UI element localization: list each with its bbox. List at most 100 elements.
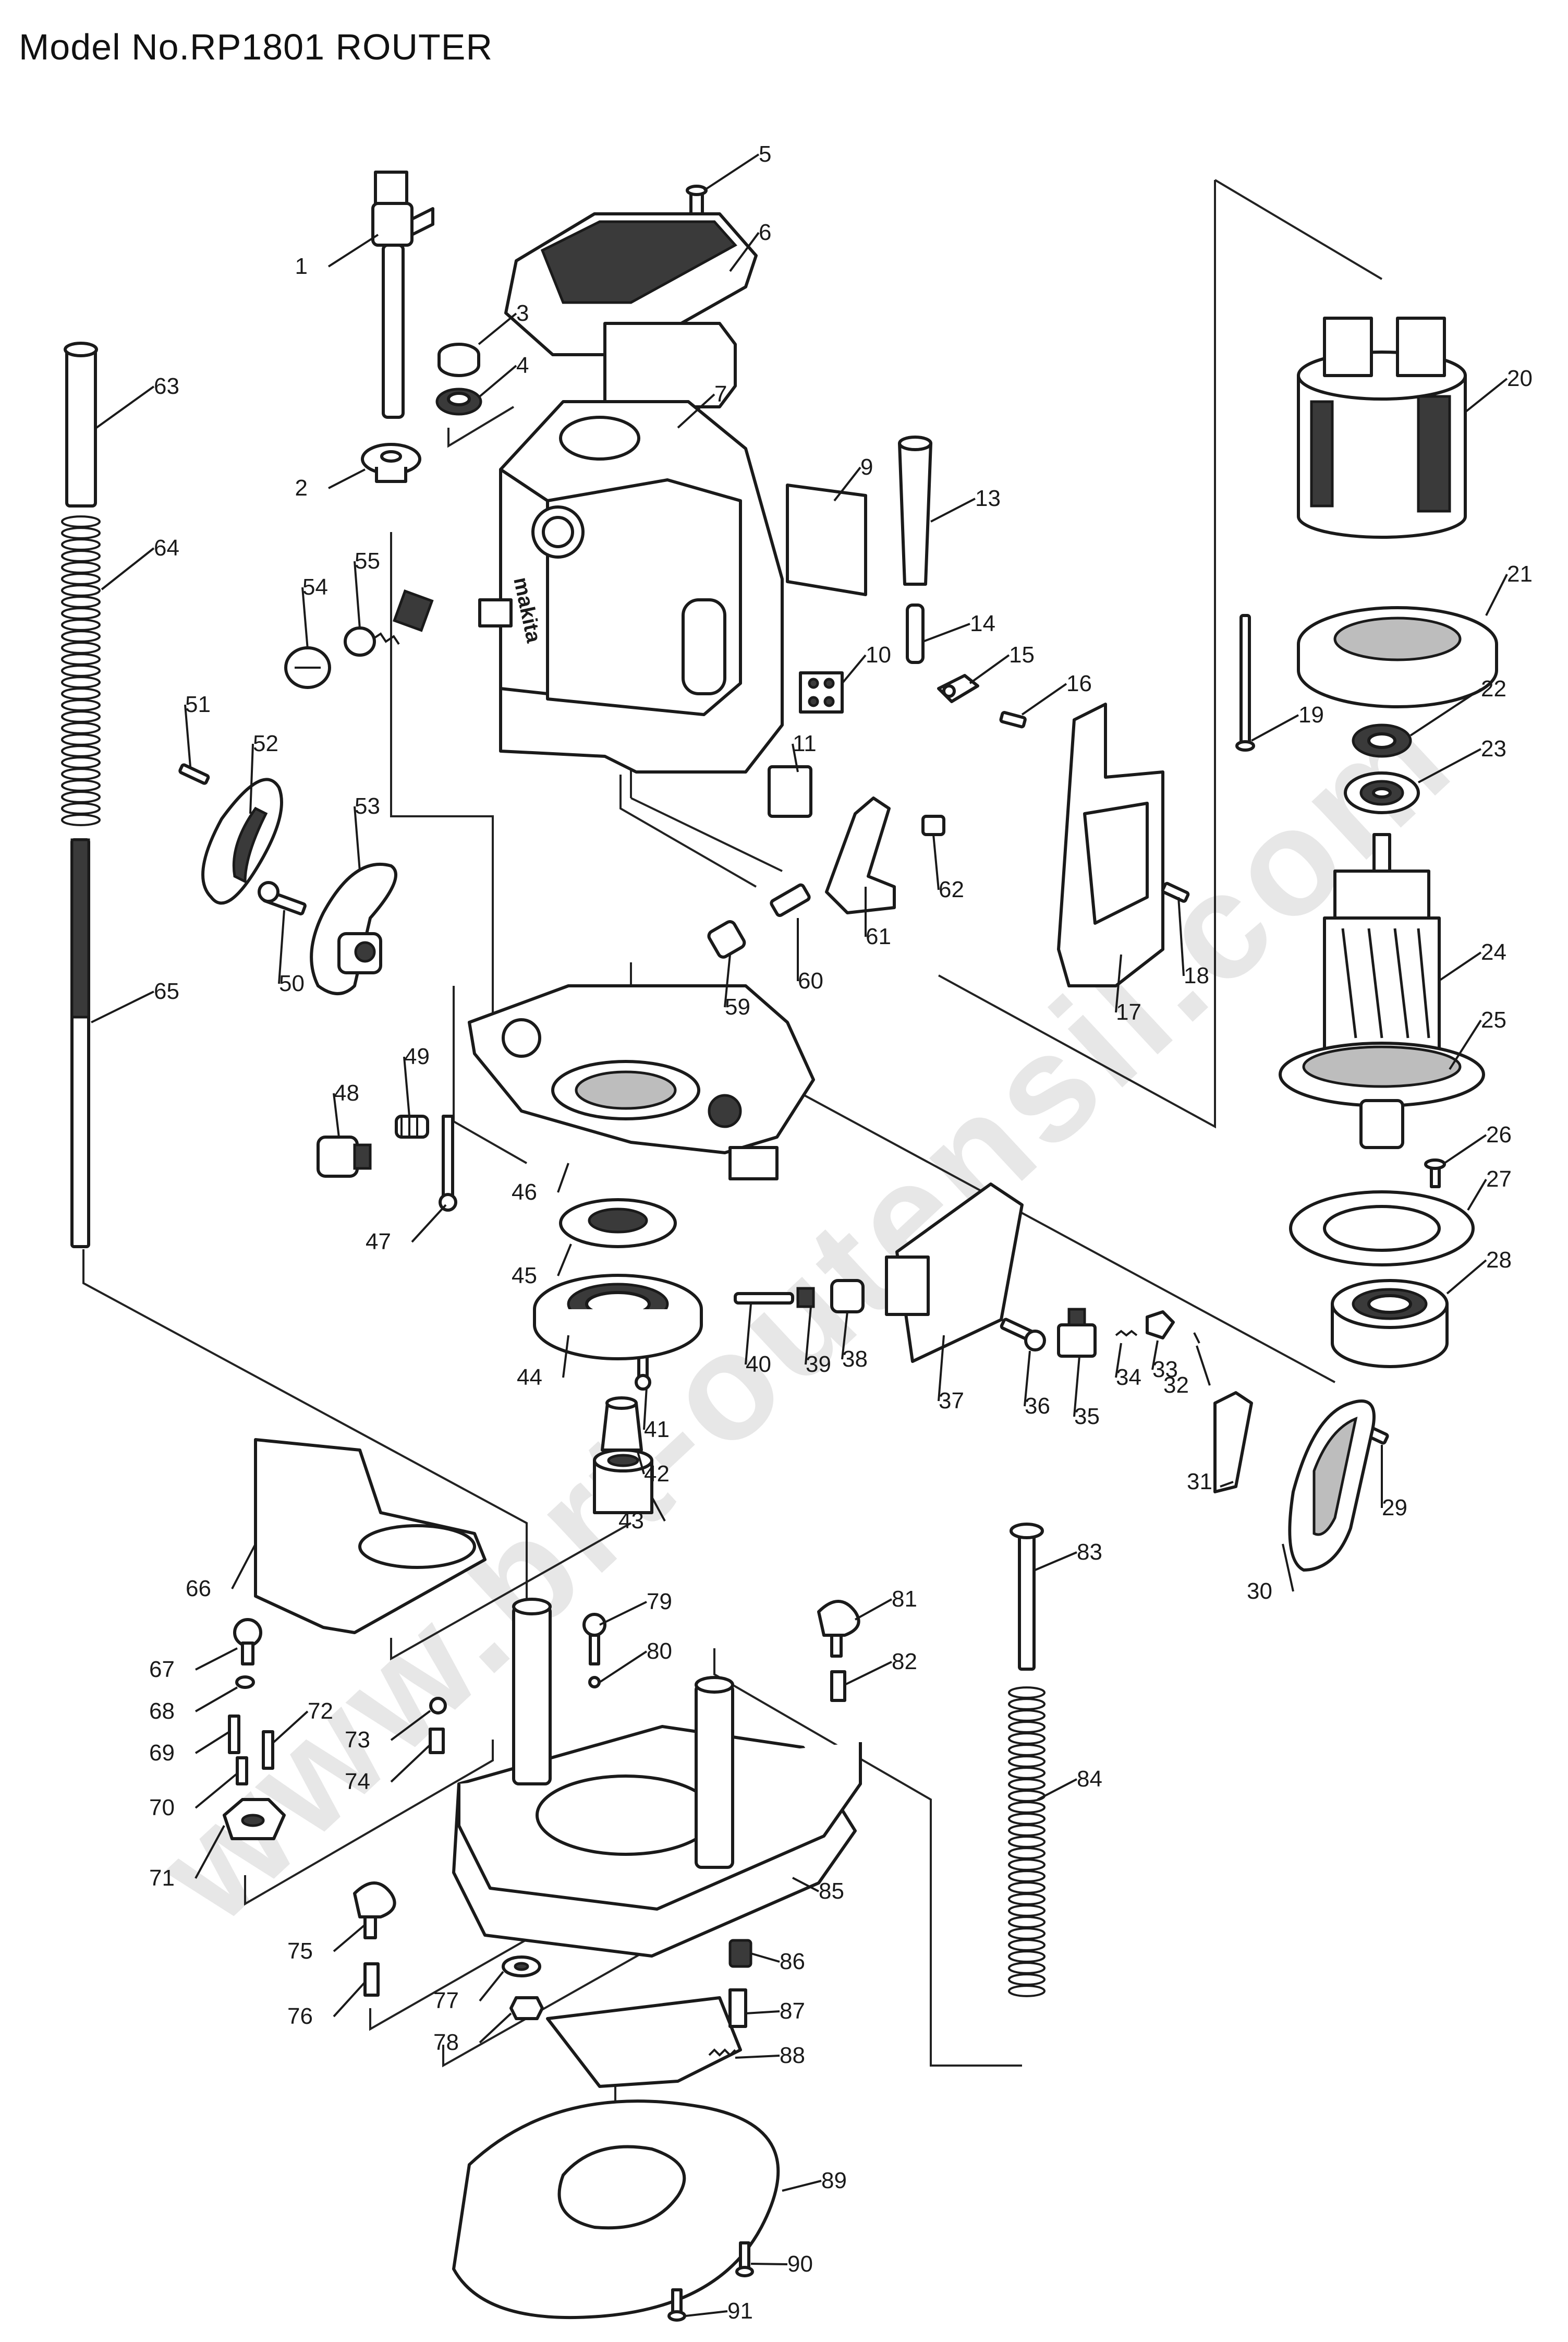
part-number-label: 1 [295, 253, 308, 279]
part-number-label: 32 [1163, 1372, 1189, 1398]
part-number-label: 90 [787, 2251, 813, 2277]
spring-coil [61, 733, 101, 746]
part-number-label: 82 [892, 1649, 917, 1674]
leader-line [1115, 954, 1122, 1013]
part-number-label: 41 [644, 1417, 670, 1442]
part-number-label: 67 [149, 1657, 175, 1682]
part-number-label: 55 [355, 548, 380, 574]
spring-coil [1008, 1973, 1046, 1986]
spring-coil [61, 642, 101, 654]
leader-line [636, 1450, 645, 1475]
part-32-pin [1193, 1332, 1200, 1344]
leader-line [1021, 683, 1067, 716]
part-74-spring [429, 1728, 445, 1754]
part-number-label: 15 [1009, 642, 1035, 668]
part-21-baffle-plate [1297, 606, 1498, 708]
part-number-label: 62 [939, 877, 964, 902]
part-number-label: 66 [186, 1576, 211, 1601]
part-number-label: 44 [517, 1365, 542, 1390]
spring-coil [61, 584, 101, 597]
part-23-ball-bearing [1344, 771, 1420, 814]
spring-coil [61, 768, 101, 780]
leader-line [938, 1335, 945, 1402]
part-number-label: 39 [806, 1351, 831, 1377]
leader-line [557, 1244, 572, 1276]
spring-coil [1008, 1881, 1046, 1894]
part-number-label: 91 [727, 2298, 753, 2324]
part-20-field-stator [1297, 317, 1467, 539]
part-13-cord-guard [898, 436, 932, 586]
part-number-label: 9 [860, 454, 873, 480]
leader-line [1115, 1343, 1122, 1378]
leader-line [930, 498, 976, 523]
part-51-screw [178, 763, 210, 785]
part-27-bearing-retainer [1289, 1190, 1475, 1266]
spring-coil [61, 538, 101, 551]
part-6-top-cover [504, 212, 758, 408]
part-37-handle-section [885, 1182, 1024, 1363]
leader-line [195, 1825, 225, 1879]
part-78-nut [509, 1996, 544, 2020]
part-labels: 1234567910111314151617181920212223242526… [91, 141, 1533, 2324]
part-54-brush-holder-cap [284, 646, 331, 689]
part-49-spring [395, 1115, 429, 1139]
leader-line [327, 234, 379, 268]
leader-line [1282, 1543, 1294, 1592]
leader-line [844, 1661, 892, 1686]
part-number-label: 53 [355, 793, 380, 819]
part-number-label: 72 [308, 1698, 333, 1724]
leader-line [195, 1731, 230, 1754]
leader-line [782, 2180, 822, 2192]
part-number-label: 10 [866, 642, 891, 668]
spring-coil [61, 550, 101, 562]
leader-line [231, 1543, 257, 1589]
leader-line [101, 547, 155, 590]
part-number-label: 63 [154, 373, 179, 399]
part-43-collet-nut [593, 1448, 653, 1514]
part-number-label: 28 [1486, 1247, 1512, 1273]
part-number-label: 11 [793, 731, 817, 756]
part-2-washer [361, 443, 421, 483]
part-number-label: 16 [1066, 671, 1092, 696]
part-61-lock-lever [825, 796, 896, 914]
spring-coil [1008, 1939, 1046, 1951]
part-7-motor-housing: makita [478, 400, 784, 774]
part-number-label: 81 [892, 1586, 917, 1612]
leader-line [1024, 1350, 1031, 1407]
part-number-label: 47 [366, 1229, 391, 1254]
part-82-spring [830, 1670, 846, 1702]
part-3-cap [437, 343, 480, 377]
part-number-label: 33 [1152, 1357, 1178, 1382]
part-18-screw [1161, 882, 1190, 903]
part-10-terminal-block [799, 671, 844, 714]
leader-line [745, 1303, 752, 1365]
part-63-pole-tube [64, 342, 98, 508]
part-67-knob [233, 1618, 262, 1665]
leader-line [685, 2310, 728, 2317]
part-number-label: 26 [1486, 1122, 1512, 1148]
part-33-lock-button [1146, 1310, 1175, 1339]
part-number-label: 25 [1481, 1007, 1506, 1033]
part-number-label: 42 [644, 1461, 670, 1487]
spring-coil [61, 791, 101, 803]
leader-line [557, 1163, 569, 1193]
part-88-spring [708, 2048, 736, 2057]
part-91-screw [667, 2288, 686, 2322]
part-83-stopper-pole [1010, 1523, 1044, 1671]
part-number-label: 29 [1382, 1495, 1407, 1520]
leader-line [1196, 1345, 1211, 1386]
part-number-label: 74 [345, 1769, 370, 1794]
part-62-screw [921, 815, 945, 836]
part-number-label: 89 [821, 2168, 847, 2193]
part-number-label: 84 [1077, 1766, 1102, 1792]
spring-coil [61, 607, 101, 620]
leader-line [677, 393, 715, 429]
part-number-label: 13 [975, 486, 1001, 511]
leader-line [1443, 1134, 1487, 1164]
part-39-spring [796, 1287, 815, 1308]
part-31-switch-lever [1213, 1391, 1253, 1493]
part-number-label: 45 [512, 1263, 537, 1288]
spring-coil [61, 687, 101, 700]
part-number-label: 36 [1025, 1393, 1050, 1419]
